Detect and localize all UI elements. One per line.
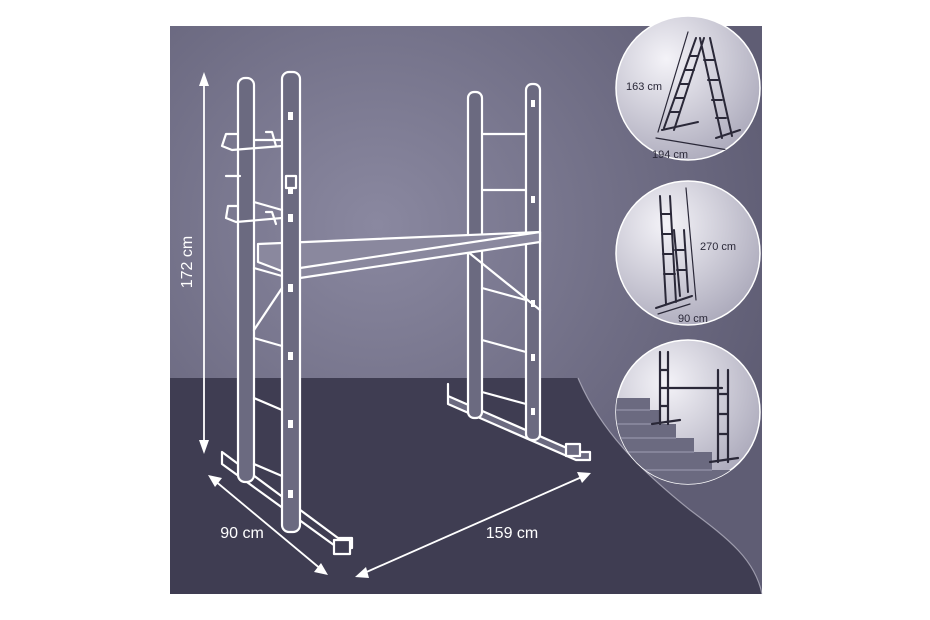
length-label: 159 cm [486, 525, 538, 542]
depth-arrow [213, 479, 323, 571]
left-rung [252, 200, 284, 212]
length-arrow [361, 475, 585, 575]
right-rail-front [524, 82, 542, 442]
height-arrowhead-top [199, 72, 209, 86]
right-foot-cap [564, 442, 582, 458]
height-label: 172 cm [179, 236, 196, 288]
hook-clamp [264, 210, 278, 226]
stairs-scaffold-right-frame [716, 368, 730, 464]
left-rung [252, 462, 284, 478]
straight-ladder-base-arrow [657, 303, 691, 315]
right-brace [466, 250, 542, 312]
latch [284, 174, 298, 190]
height-arrowhead-bottom [199, 440, 209, 454]
right-rung [480, 390, 528, 406]
scaffold-illustration [220, 70, 592, 556]
straight-ladder-height-label: 270 cm [700, 241, 736, 253]
stairs-lines [616, 409, 712, 471]
straight-ladder-height-arrow [685, 187, 697, 301]
floor [170, 378, 762, 594]
straight-ladder-rungs [660, 213, 687, 275]
a-frame-base-arrow [655, 137, 729, 151]
straight-ladder-feet [655, 295, 693, 309]
left-rung [252, 396, 284, 412]
a-frame-feet [661, 121, 741, 139]
left-rung [252, 336, 284, 348]
depth-label: 90 cm [220, 525, 264, 542]
hook-clamp [220, 132, 284, 152]
a-frame-height-label: 163 cm [626, 81, 662, 93]
left-rail-back [236, 76, 256, 484]
right-rung [480, 286, 528, 302]
depth-arrowhead-bottom [314, 563, 328, 575]
straight-ladder-rails [659, 195, 689, 305]
straight-ladder-base-label: 90 cm [678, 313, 708, 325]
hook-clamp [224, 204, 284, 224]
rail-holes [288, 100, 535, 498]
stairs-scaffold-feet [650, 418, 740, 464]
depth-arrowhead-top [208, 475, 222, 487]
floor-curve-edge [577, 377, 763, 595]
a-frame-base-label: 194 cm [652, 149, 688, 161]
length-arrowhead-left [355, 567, 369, 578]
left-frame-foot [220, 450, 354, 550]
length-arrowhead-right [577, 472, 591, 483]
a-frame-height-arrow [657, 31, 689, 133]
right-rung [480, 338, 528, 354]
right-rail-back [466, 90, 484, 420]
inset-straight-ladder: 270 cm 90 cm [615, 180, 761, 326]
dimension-arrows [199, 72, 591, 578]
left-brace [252, 286, 284, 332]
left-rung [252, 266, 284, 278]
hook-clamp [264, 130, 278, 148]
a-frame-rungs [669, 55, 727, 119]
left-foot-cap [332, 538, 352, 556]
inset-a-frame: 163 cm 194 cm [615, 15, 761, 161]
left-rail-front [280, 70, 302, 534]
